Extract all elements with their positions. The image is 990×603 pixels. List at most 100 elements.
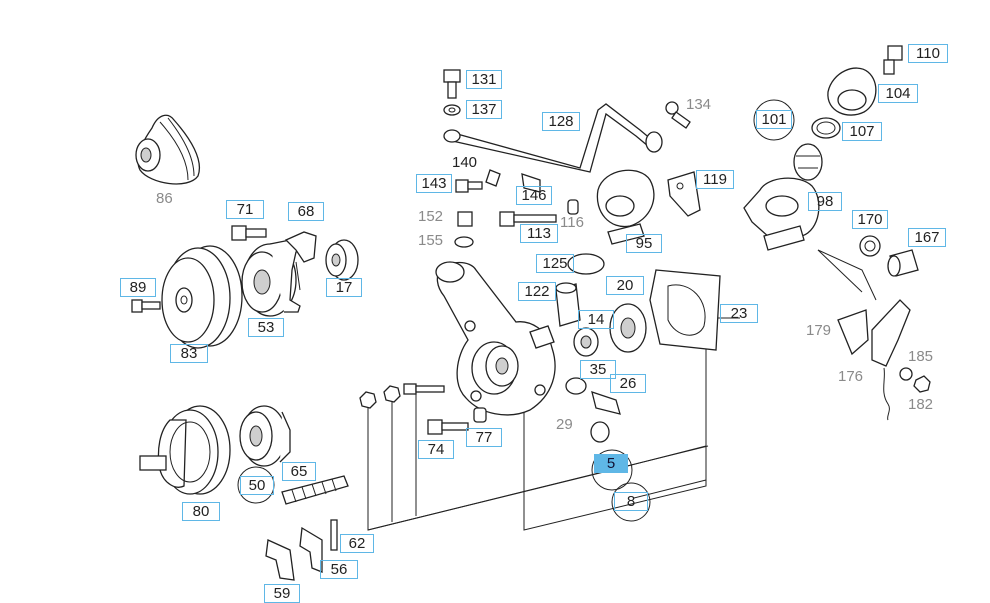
part-119 bbox=[667, 171, 701, 217]
callout-26[interactable]: 26 bbox=[610, 374, 646, 393]
callout-134: 134 bbox=[686, 96, 712, 113]
part-thermostat bbox=[793, 143, 823, 181]
part-131 bbox=[443, 69, 461, 99]
part-176 bbox=[871, 299, 911, 421]
part-62 bbox=[330, 519, 338, 551]
part-143 bbox=[455, 179, 483, 193]
callout-116: 116 bbox=[560, 214, 584, 231]
parts-diagram bbox=[131, 45, 931, 581]
part-134 bbox=[665, 101, 691, 129]
callout-131[interactable]: 131 bbox=[466, 70, 502, 89]
callout-98[interactable]: 98 bbox=[808, 192, 842, 211]
callout-137[interactable]: 137 bbox=[466, 100, 502, 119]
part-155 bbox=[454, 236, 474, 248]
part-182 bbox=[913, 375, 931, 393]
callout-143[interactable]: 143 bbox=[416, 174, 452, 193]
callout-83[interactable]: 83 bbox=[170, 344, 208, 363]
callout-56[interactable]: 56 bbox=[320, 560, 358, 579]
part-nuts bbox=[359, 383, 445, 409]
callout-8[interactable]: 8 bbox=[614, 492, 648, 511]
callout-53[interactable]: 53 bbox=[248, 318, 284, 337]
part-98 bbox=[743, 177, 820, 251]
part-146 bbox=[521, 173, 541, 193]
callout-176: 176 bbox=[838, 368, 864, 385]
part-14 bbox=[609, 303, 647, 353]
callout-86: 86 bbox=[156, 190, 173, 207]
callout-146[interactable]: 146 bbox=[516, 186, 552, 205]
part-107 bbox=[811, 117, 841, 139]
callout-185: 185 bbox=[908, 348, 934, 365]
callout-140: 140 bbox=[452, 154, 478, 171]
callout-95[interactable]: 95 bbox=[626, 234, 662, 253]
part-50 bbox=[237, 405, 291, 504]
callout-68[interactable]: 68 bbox=[288, 202, 324, 221]
leader-lines bbox=[295, 249, 877, 531]
part-80 bbox=[139, 405, 231, 495]
part-116 bbox=[567, 199, 579, 215]
callout-89[interactable]: 89 bbox=[120, 278, 156, 297]
part-23 bbox=[649, 269, 721, 351]
callout-65[interactable]: 65 bbox=[282, 462, 316, 481]
part-68 bbox=[284, 231, 317, 263]
part-74 bbox=[427, 419, 469, 435]
part-110 bbox=[883, 45, 903, 75]
circle-5 bbox=[591, 449, 633, 491]
callout-71[interactable]: 71 bbox=[226, 200, 264, 219]
callout-74[interactable]: 74 bbox=[418, 440, 454, 459]
callout-107[interactable]: 107 bbox=[842, 122, 882, 141]
callout-35[interactable]: 35 bbox=[580, 360, 616, 379]
callout-128[interactable]: 128 bbox=[542, 112, 580, 131]
circle-101 bbox=[753, 99, 795, 141]
part-89 bbox=[131, 299, 161, 313]
callout-14[interactable]: 14 bbox=[578, 310, 614, 329]
part-167 bbox=[887, 249, 919, 277]
part-26 bbox=[565, 377, 621, 415]
part-29 bbox=[590, 421, 610, 443]
callout-59[interactable]: 59 bbox=[264, 584, 300, 603]
callout-5[interactable]: 5 bbox=[594, 454, 628, 473]
part-185 bbox=[899, 367, 913, 381]
callout-125[interactable]: 125 bbox=[536, 254, 574, 273]
part-104 bbox=[827, 67, 877, 116]
part-83 bbox=[161, 245, 243, 349]
callout-170[interactable]: 170 bbox=[852, 210, 888, 229]
part-17 bbox=[325, 239, 359, 281]
callout-113[interactable]: 113 bbox=[520, 224, 558, 243]
callout-80[interactable]: 80 bbox=[182, 502, 220, 521]
part-152 bbox=[457, 211, 473, 227]
part-35 bbox=[573, 327, 599, 357]
part-86 bbox=[135, 114, 200, 185]
part-95 bbox=[596, 169, 655, 245]
part-170 bbox=[859, 235, 881, 257]
callout-182: 182 bbox=[908, 396, 934, 413]
callout-62[interactable]: 62 bbox=[340, 534, 374, 553]
part-122 bbox=[555, 282, 581, 327]
part-53 bbox=[241, 237, 313, 317]
callout-179: 179 bbox=[806, 322, 832, 339]
callout-23[interactable]: 23 bbox=[720, 304, 758, 323]
part-179 bbox=[837, 309, 869, 356]
callout-77[interactable]: 77 bbox=[466, 428, 502, 447]
callout-29: 29 bbox=[556, 416, 573, 433]
part-140 bbox=[485, 169, 501, 187]
callout-50[interactable]: 50 bbox=[240, 476, 274, 495]
circle-8 bbox=[611, 482, 651, 522]
callout-122[interactable]: 122 bbox=[518, 282, 556, 301]
part-137 bbox=[443, 104, 461, 116]
part-71 bbox=[231, 225, 267, 241]
callout-155: 155 bbox=[418, 232, 444, 249]
callout-167[interactable]: 167 bbox=[908, 228, 946, 247]
callout-104[interactable]: 104 bbox=[878, 84, 918, 103]
callout-17[interactable]: 17 bbox=[326, 278, 362, 297]
part-128 bbox=[443, 103, 663, 173]
callout-101[interactable]: 101 bbox=[756, 110, 792, 129]
callout-110[interactable]: 110 bbox=[908, 44, 948, 63]
callout-20[interactable]: 20 bbox=[606, 276, 644, 295]
part-125 bbox=[567, 253, 605, 275]
part-65 bbox=[281, 475, 349, 505]
part-59 bbox=[265, 539, 295, 581]
callout-152: 152 bbox=[418, 208, 444, 225]
part-113 bbox=[499, 211, 557, 227]
part-77 bbox=[473, 407, 487, 423]
callout-119[interactable]: 119 bbox=[696, 170, 734, 189]
